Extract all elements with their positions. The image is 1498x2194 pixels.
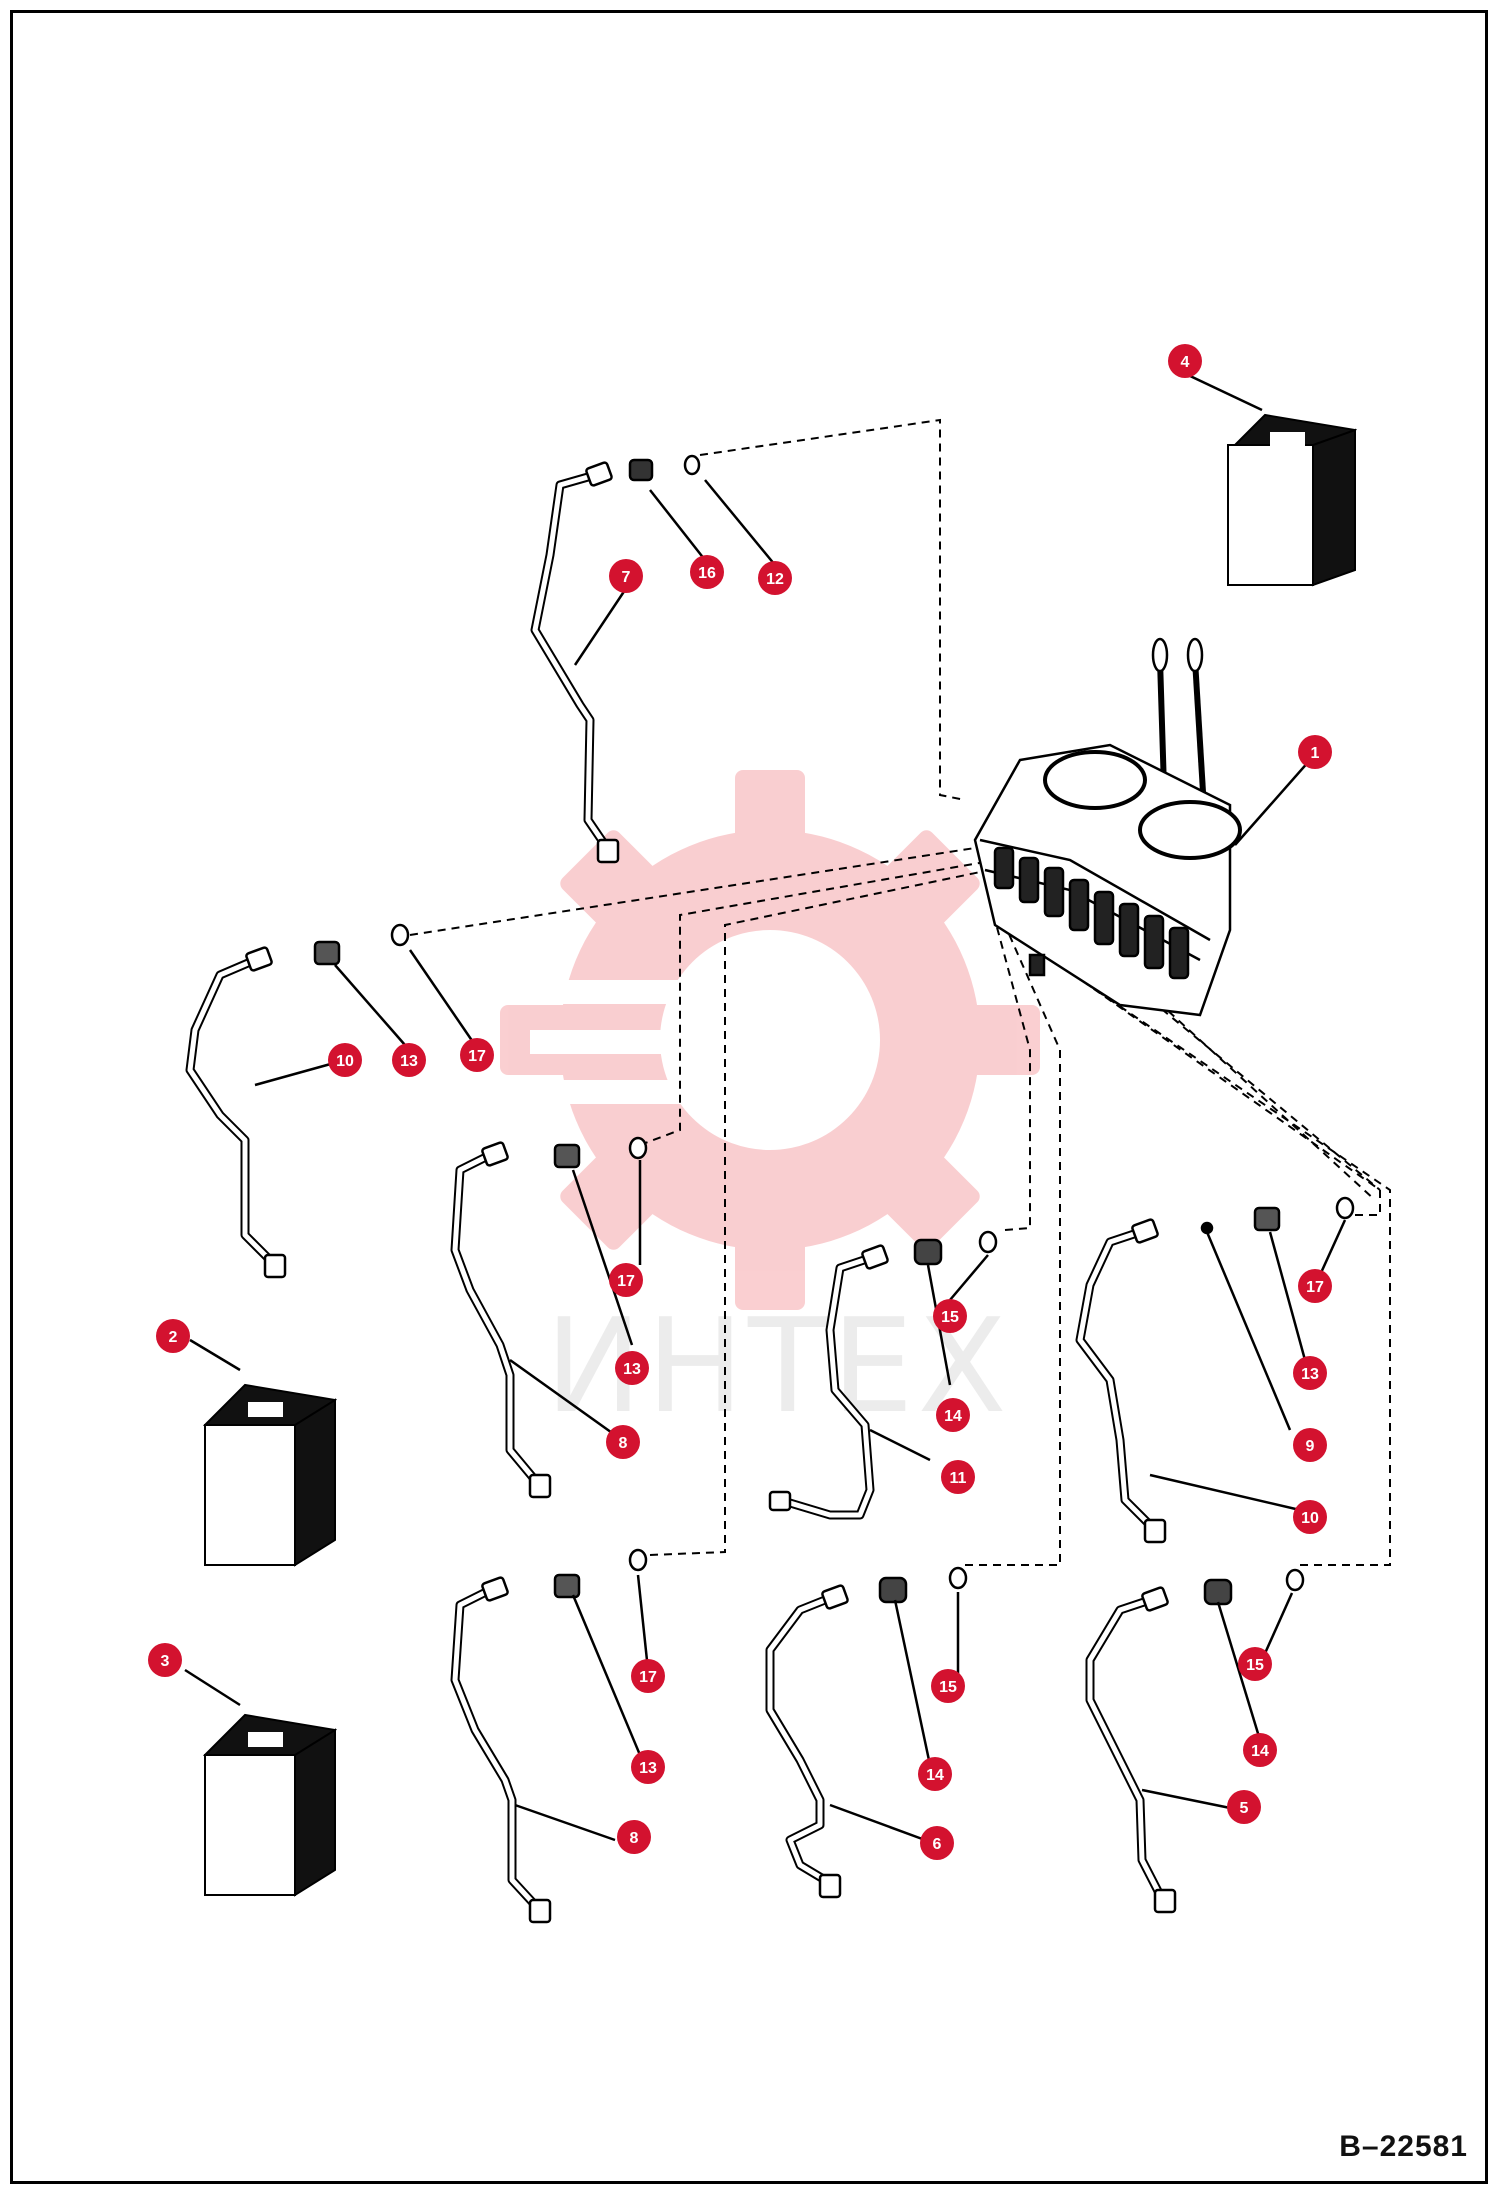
callout-10: 10 <box>1293 1500 1327 1534</box>
callout-10: 10 <box>328 1043 362 1077</box>
callout-14: 14 <box>1243 1733 1277 1767</box>
callout-8: 8 <box>606 1425 640 1459</box>
callout-13: 13 <box>392 1043 426 1077</box>
callout-12: 12 <box>758 561 792 595</box>
callout-label: 13 <box>623 1361 641 1378</box>
callout-label: 8 <box>619 1435 628 1452</box>
callout-label: 1 <box>1311 745 1320 762</box>
callout-label: 4 <box>1181 354 1190 371</box>
callout-label: 14 <box>944 1408 962 1425</box>
callout-label: 3 <box>161 1653 170 1670</box>
callout-17: 17 <box>631 1659 665 1693</box>
callout-label: 16 <box>698 565 716 582</box>
callout-14: 14 <box>918 1757 952 1791</box>
callout-label: 9 <box>1306 1438 1315 1455</box>
callout-label: 17 <box>468 1048 486 1065</box>
hydraulic-tubes <box>185 470 1165 1910</box>
callout-3: 3 <box>148 1643 182 1677</box>
callout-1: 1 <box>1298 735 1332 769</box>
decal-box-4 <box>1227 413 1358 587</box>
callout-14: 14 <box>936 1398 970 1432</box>
tube-end-nuts <box>245 461 1177 1924</box>
callout-label: 13 <box>400 1053 418 1070</box>
callout-label: 15 <box>939 1679 957 1696</box>
callout-label: 12 <box>766 571 784 588</box>
callout-16: 16 <box>690 555 724 589</box>
callout-9: 9 <box>1293 1428 1327 1462</box>
callout-label: 17 <box>1306 1279 1324 1296</box>
callout-label: 15 <box>941 1309 959 1326</box>
callout-label: 2 <box>169 1329 178 1346</box>
callout-label: 13 <box>1301 1366 1319 1383</box>
callout-4: 4 <box>1168 344 1202 378</box>
callout-11: 11 <box>941 1460 975 1494</box>
callout-label: 6 <box>933 1836 942 1853</box>
callout-label: 8 <box>630 1830 639 1847</box>
callout-13: 13 <box>631 1750 665 1784</box>
callout-label: 14 <box>926 1767 944 1784</box>
decal-box-3 <box>202 1713 338 1897</box>
callout-label: 10 <box>1301 1510 1319 1527</box>
drawing-frame <box>10 10 1488 2184</box>
callout-15: 15 <box>933 1299 967 1333</box>
control-valve-assembly <box>973 637 1242 1017</box>
fittings <box>313 458 1281 1606</box>
callout-17: 17 <box>1298 1269 1332 1303</box>
callout-13: 13 <box>615 1351 649 1385</box>
callout-label: 14 <box>1251 1743 1269 1760</box>
callout-15: 15 <box>931 1669 965 1703</box>
callout-label: 10 <box>336 1053 354 1070</box>
callout-label: 15 <box>1246 1657 1264 1674</box>
callout-15: 15 <box>1238 1647 1272 1681</box>
callout-label: 17 <box>639 1669 657 1686</box>
watermark-gear-logo <box>500 770 1040 1310</box>
callout-label: 17 <box>617 1273 635 1290</box>
callout-label: 7 <box>622 569 631 586</box>
callout-8: 8 <box>617 1820 651 1854</box>
callout-6: 6 <box>920 1826 954 1860</box>
callout-leader-lines <box>184 373 1347 1842</box>
callouts: 4 7 16 12 1 10 13 17 17 13 8 2 15 14 11 … <box>148 344 1332 1860</box>
callout-label: 5 <box>1240 1800 1249 1817</box>
callout-label: 13 <box>639 1760 657 1777</box>
decal-box-2 <box>202 1383 338 1567</box>
drawing-number: B–22581 <box>1339 2130 1468 2163</box>
callout-17: 17 <box>609 1263 643 1297</box>
callout-2: 2 <box>156 1319 190 1353</box>
callout-17: 17 <box>460 1038 494 1072</box>
o-rings <box>390 454 1355 1592</box>
callout-label: 11 <box>950 1470 967 1487</box>
callout-5: 5 <box>1227 1790 1261 1824</box>
dashed-connection-lines <box>409 418 1391 1566</box>
callout-7: 7 <box>609 559 643 593</box>
callout-13: 13 <box>1293 1356 1327 1390</box>
